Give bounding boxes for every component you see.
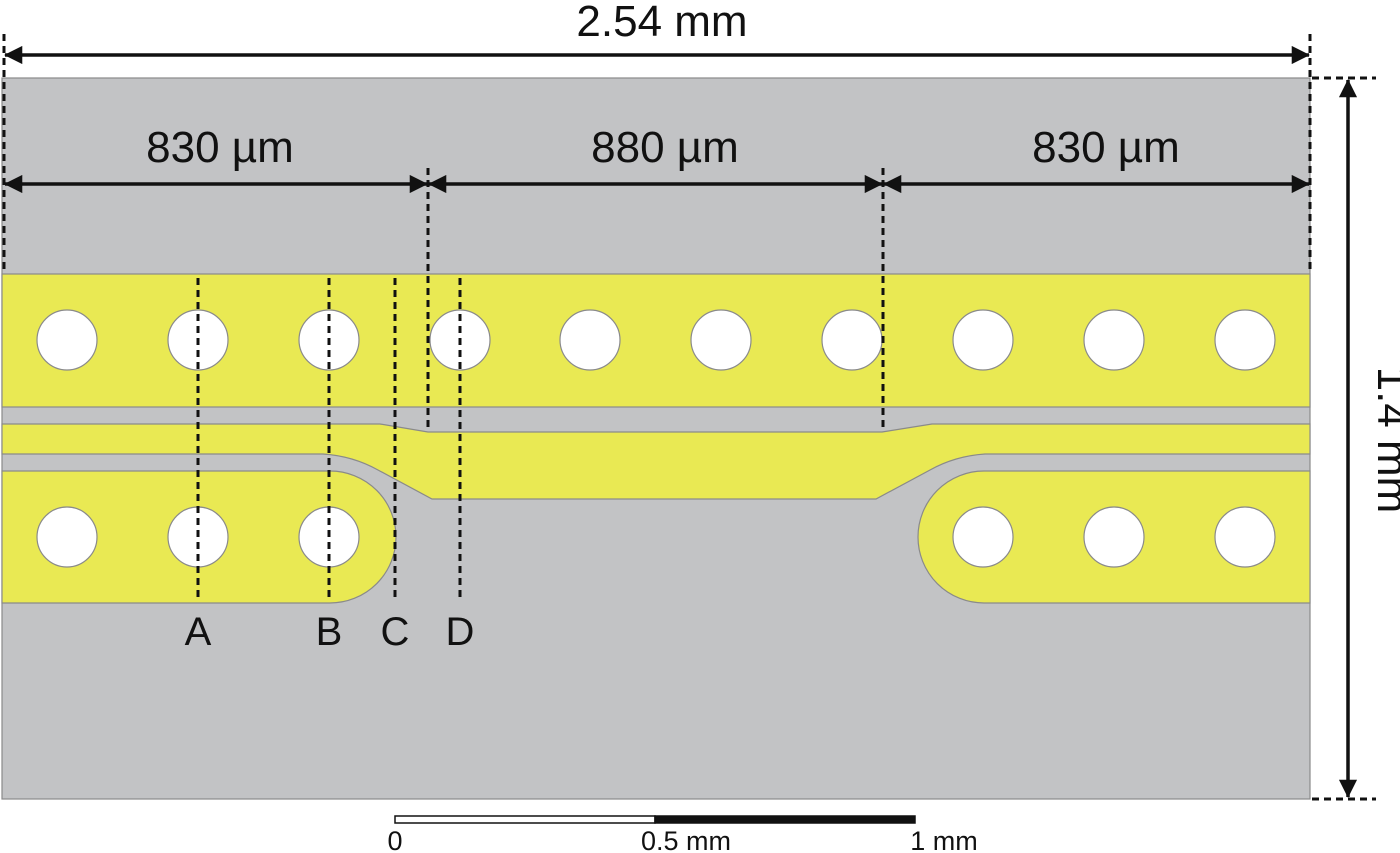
left-section-label: 830 µm bbox=[146, 123, 294, 172]
total-width-label: 2.54 mm bbox=[576, 0, 747, 46]
via-holes bbox=[36, 309, 1276, 568]
via-hole bbox=[821, 309, 883, 371]
section-label-d: D bbox=[446, 610, 475, 654]
section-label-a: A bbox=[185, 610, 212, 654]
scale-bar-start-label: 0 bbox=[387, 826, 402, 853]
middle-section-label: 880 µm bbox=[591, 123, 739, 172]
via-hole bbox=[1214, 506, 1276, 568]
scale-bar-black-segment bbox=[654, 815, 916, 824]
extension-lines bbox=[2, 34, 1376, 801]
right-section-label: 830 µm bbox=[1032, 123, 1180, 172]
via-hole bbox=[1214, 309, 1276, 371]
via-hole bbox=[559, 309, 621, 371]
via-hole bbox=[952, 309, 1014, 371]
scale-bar-end-label: 1 mm bbox=[910, 826, 978, 853]
via-hole bbox=[952, 506, 1014, 568]
via-hole bbox=[36, 506, 98, 568]
cross-section-lines bbox=[196, 278, 462, 600]
via-hole bbox=[1083, 309, 1145, 371]
dimension-arrows bbox=[4, 45, 1358, 798]
via-hole bbox=[1083, 506, 1145, 568]
scale-bar-mid-label: 0.5 mm bbox=[641, 826, 731, 853]
section-label-c: C bbox=[381, 610, 410, 654]
signal-line bbox=[1, 423, 1311, 500]
scale-bar-white-segment bbox=[394, 815, 656, 824]
total-height-label: 1.4 mm bbox=[1368, 367, 1400, 514]
via-hole bbox=[36, 309, 98, 371]
via-hole bbox=[690, 309, 752, 371]
section-label-b: B bbox=[316, 610, 343, 654]
scale-bar: 0 0.5 mm 1 mm bbox=[387, 815, 978, 853]
